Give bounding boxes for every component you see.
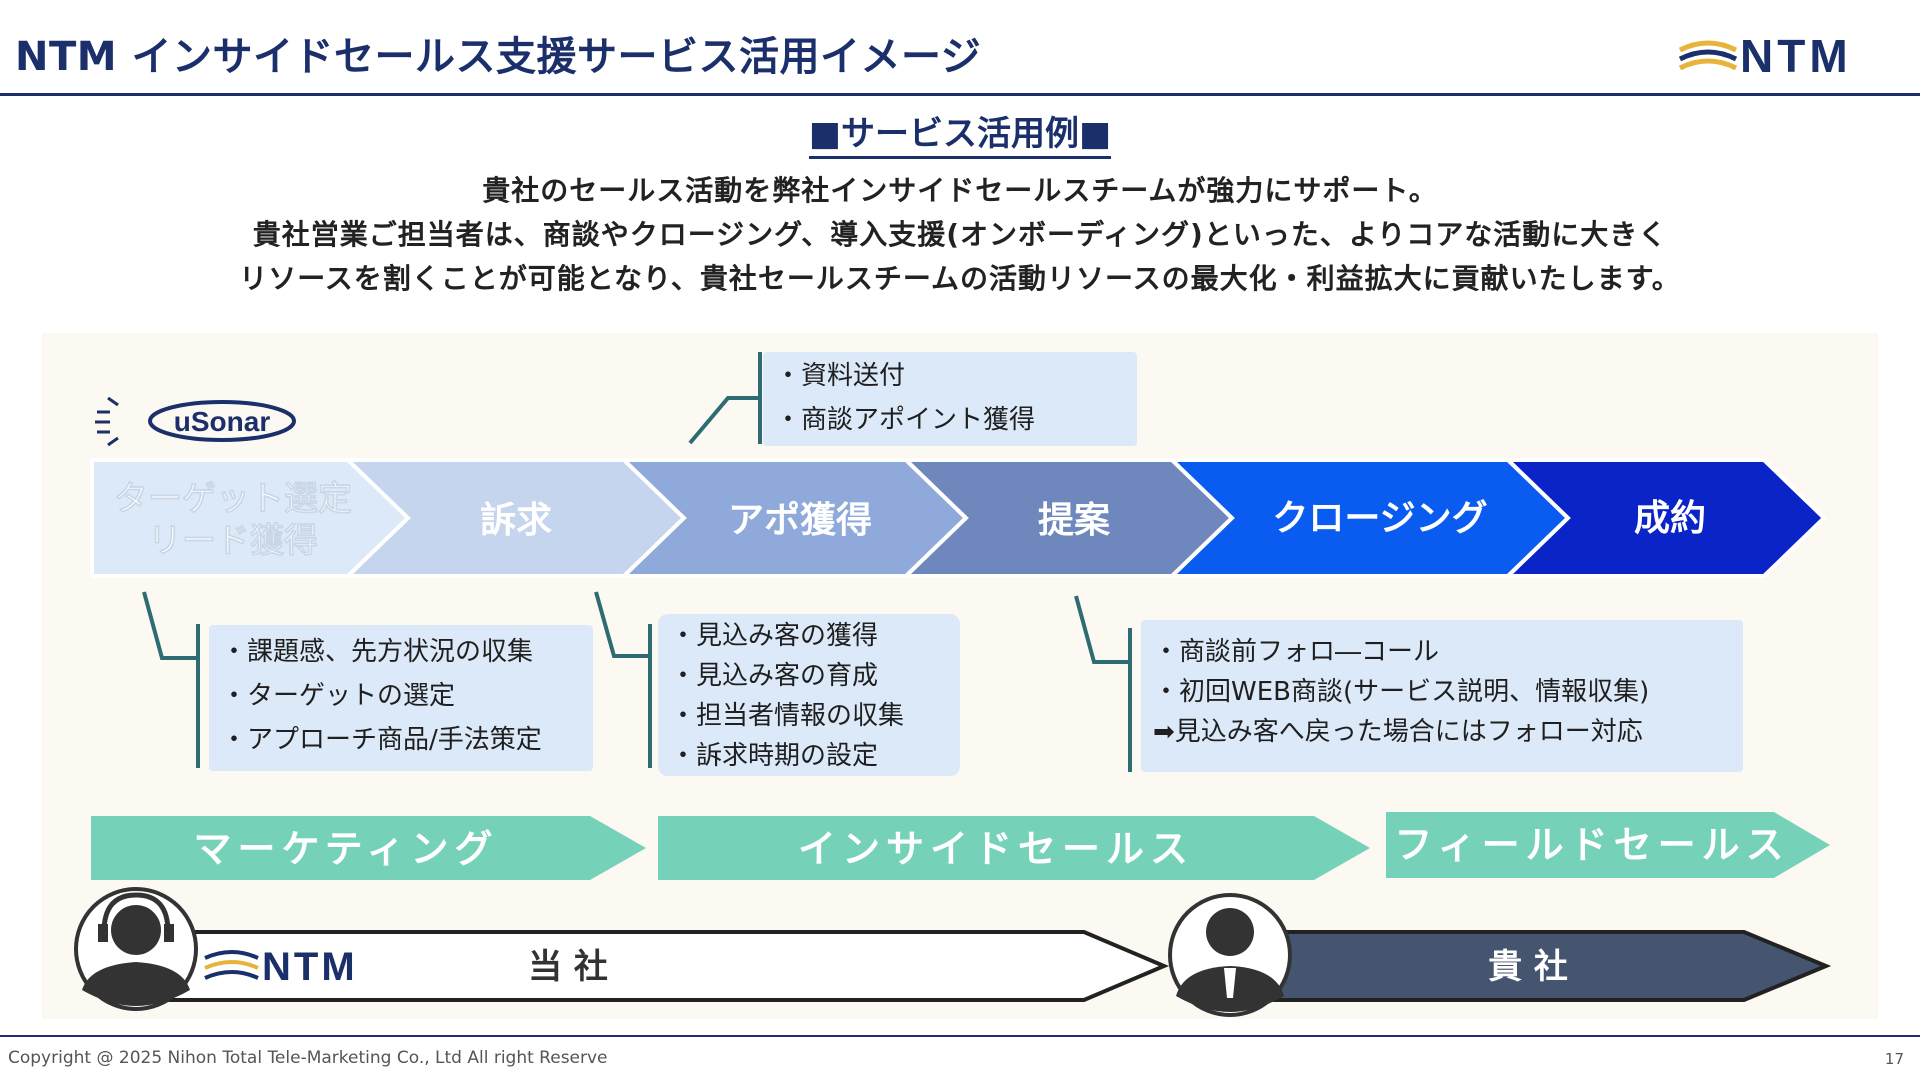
copyright-text: Copyright @ 2025 Nihon Total Tele-Market… xyxy=(8,1048,608,1068)
step-apo-label: アポ獲得 xyxy=(728,499,872,541)
detail-box-appeal: ・見込み客の獲得 ・見込み客の育成 ・担当者情報の収集 ・訴求時期の設定 xyxy=(658,614,960,776)
detail-proposal-item-1: ・商談前フォロ―コール xyxy=(1153,637,1440,667)
title-rule xyxy=(0,93,1920,96)
ntm-logo: NTM xyxy=(1678,30,1852,78)
intro-line-2: 貴社営業ご担当者は、商談やクロージング、導入支援(オンボーディング)といった、よ… xyxy=(252,218,1668,251)
detail-target-item-2: ・ターゲットの選定 xyxy=(221,681,456,711)
intro-line-1: 貴社のセールス活動を弊社インサイドセールスチームが強力にサポート。 xyxy=(482,174,1438,207)
step-appeal-label: 訴求 xyxy=(480,500,552,541)
step-contract-label: 成約 xyxy=(1634,498,1706,539)
detail-appeal-item-1: ・見込み客の獲得 xyxy=(670,621,879,651)
footer-rule xyxy=(0,1035,1920,1037)
detail-appeal-item-2: ・見込み客の育成 xyxy=(670,661,879,691)
intro-line-3: リソースを割くことが可能となり、貴社セールスチームの活動リソースの最大化・利益拡… xyxy=(239,262,1681,295)
page-number: 17 xyxy=(1884,1050,1904,1068)
detail-proposal-item-3: ➡見込み客へ戻った場合にはフォロー対応 xyxy=(1153,717,1643,747)
detail-appeal-item-3: ・担当者情報の収集 xyxy=(670,701,905,731)
section-heading: ■サービス活用例■ xyxy=(0,106,1920,159)
step-proposal-label: 提案 xyxy=(1038,500,1111,541)
phase-insidesales-arrow xyxy=(658,816,1370,880)
our-company-ntm-logo: NTM xyxy=(204,945,358,989)
connector-target xyxy=(142,591,198,660)
phase-fieldsales-label: フィールドセールス xyxy=(1394,823,1789,867)
connectors xyxy=(142,352,1132,772)
step-target-label-1: ターゲット選定 xyxy=(114,479,352,519)
detail-target-item-1: ・課題感、先方状況の収集 xyxy=(221,637,534,667)
page-title: NTM インサイドセールス支援サービス活用イメージ xyxy=(15,34,982,80)
client-company-label: 貴 社 xyxy=(1488,947,1568,987)
svg-text:NTM: NTM xyxy=(262,945,358,989)
step-closing-label: クロージング xyxy=(1272,498,1487,539)
connector-appeal xyxy=(594,591,650,658)
usonar-logo: uSonar xyxy=(95,396,296,447)
phase-fieldsales-arrow xyxy=(1386,812,1830,878)
detail-proposal-item-2: ・初回WEB商談(サービス説明、情報収集) xyxy=(1153,677,1650,707)
logo-wave-icon xyxy=(1678,40,1738,53)
section-heading-text: ■サービス活用例■ xyxy=(808,114,1112,159)
detail-box-apo: ・資料送付 ・商談アポイント獲得 xyxy=(763,352,1137,446)
phase-marketing-label: マーケティング xyxy=(194,827,499,871)
detail-box-proposal: ・商談前フォロ―コール ・初回WEB商談(サービス説明、情報収集) ➡見込み客へ… xyxy=(1141,620,1743,772)
connector-apo xyxy=(688,396,760,445)
step-contract-shape xyxy=(1503,458,1827,578)
operator-avatar-icon xyxy=(74,887,198,1011)
step-target-label-2: リード獲得 xyxy=(148,521,318,561)
connector-proposal xyxy=(1074,595,1130,664)
phase-marketing-arrow xyxy=(91,816,646,880)
detail-apo-item-1: ・資料送付 xyxy=(775,361,906,391)
detail-appeal-item-4: ・訴求時期の設定 xyxy=(670,741,879,771)
our-company-label: 当 社 xyxy=(528,947,608,987)
usonar-text: uSonar xyxy=(174,406,271,437)
detail-target-item-3: ・アプローチ商品/手法策定 xyxy=(221,725,542,755)
detail-apo-item-2: ・商談アポイント獲得 xyxy=(775,405,1036,435)
businessman-avatar-icon xyxy=(1168,893,1292,1017)
phase-insidesales-label: インサイドセールス xyxy=(798,827,1194,871)
logo-text: NTM xyxy=(1740,30,1852,78)
detail-box-target: ・課題感、先方状況の収集 ・ターゲットの選定 ・アプローチ商品/手法策定 xyxy=(209,625,593,771)
